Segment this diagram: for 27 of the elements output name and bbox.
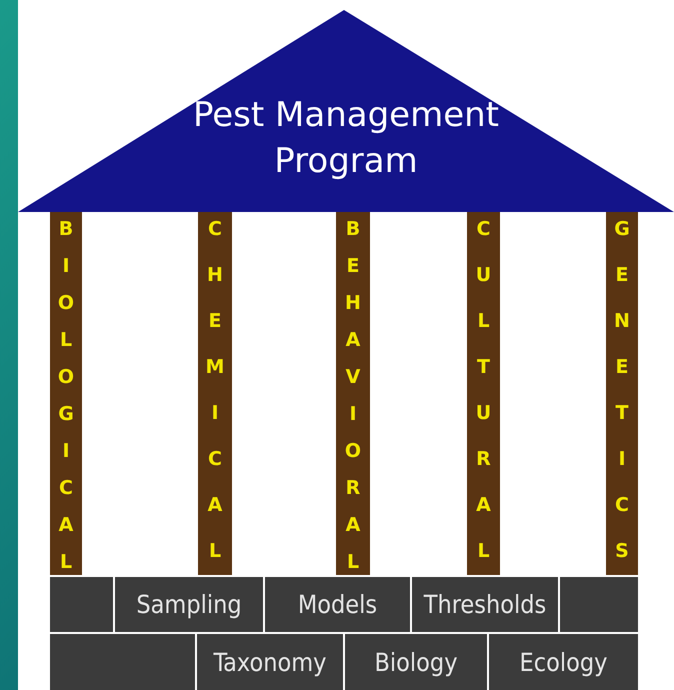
- brick-label: Sampling: [136, 590, 242, 619]
- brick-label: Thresholds: [424, 590, 546, 619]
- foundation-brick: [265, 577, 410, 632]
- foundation-brick: [197, 634, 343, 690]
- pillar: [467, 212, 500, 575]
- pillar: [198, 212, 232, 575]
- brick-label: Taxonomy: [214, 648, 326, 676]
- brick-label: Biology: [374, 648, 458, 676]
- pillar: [336, 212, 370, 575]
- brick-label: Models: [298, 590, 378, 619]
- pillar-label: CULTURAL: [472, 217, 494, 575]
- pillar: [50, 212, 82, 575]
- roof-title: Pest Management Program: [192, 94, 500, 183]
- pillar-label: BEHAVIORAL: [342, 217, 364, 575]
- foundation-brick: [345, 634, 487, 690]
- foundation-brick: [560, 577, 638, 632]
- brick-label: Ecology: [520, 648, 608, 676]
- pillar-label: BIOLOGICAL: [55, 217, 77, 575]
- roof: [18, 10, 674, 212]
- pillar: [606, 212, 638, 575]
- foundation-brick: [115, 577, 263, 632]
- pillar-label: GENETICS: [611, 217, 633, 575]
- foundation-brick: [412, 577, 558, 632]
- foundation-brick: [50, 577, 113, 632]
- pillar-label: CHEMICAL: [204, 217, 226, 575]
- foundation-brick: [489, 634, 638, 690]
- foundation-brick: [50, 634, 195, 690]
